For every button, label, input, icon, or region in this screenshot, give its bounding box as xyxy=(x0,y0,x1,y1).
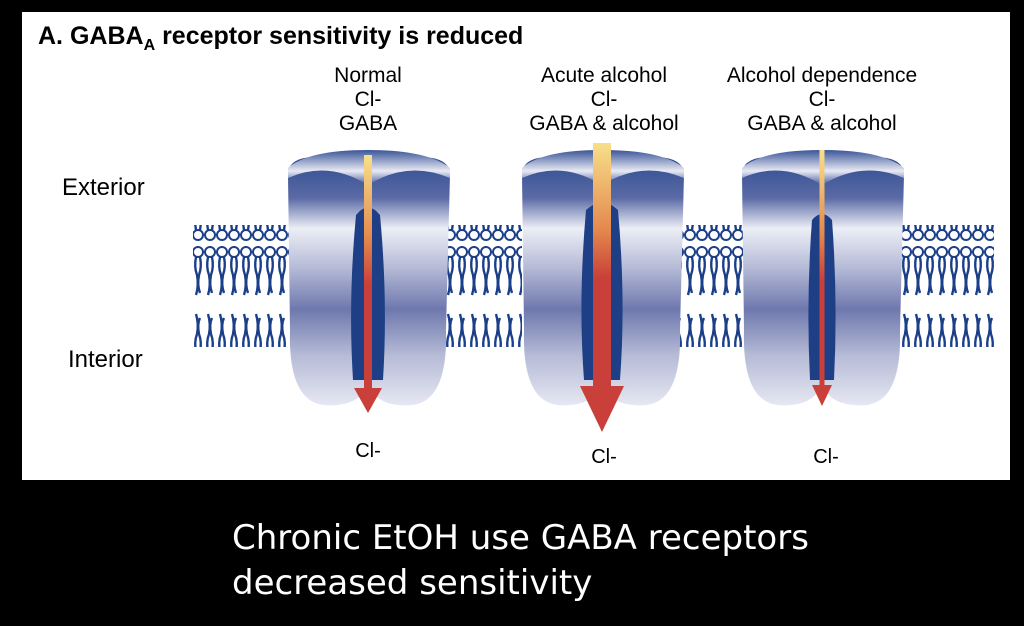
interior-label: Interior xyxy=(68,346,143,373)
arrow-normal xyxy=(354,155,382,413)
lipid-bilayer xyxy=(193,225,994,347)
bottom-ion-dependence: Cl- xyxy=(813,446,839,468)
exterior-label: Exterior xyxy=(62,174,145,201)
bottom-ion-acute: Cl- xyxy=(591,446,617,468)
figure-title: A. GABAA receptor sensitivity is reduced xyxy=(38,22,524,54)
bottom-ion-normal: Cl- xyxy=(355,440,381,462)
arrow-dependence xyxy=(812,150,832,406)
arrow-acute xyxy=(580,143,624,432)
